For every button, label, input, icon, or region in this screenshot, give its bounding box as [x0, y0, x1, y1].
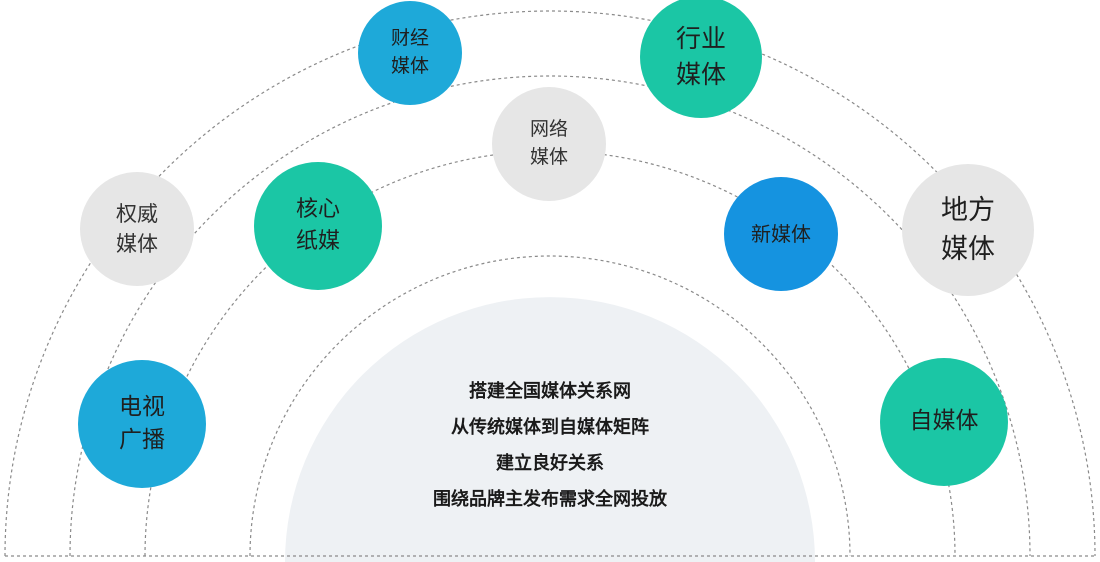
bubble-quanwei: 权威 媒体 — [80, 172, 194, 286]
center-line-3: 建立良好关系 — [496, 453, 604, 474]
bubble-zimeiti: 自媒体 — [880, 358, 1008, 486]
arc-ring-3 — [69, 75, 1031, 557]
bubble-xinmeiti: 新媒体 — [724, 177, 838, 291]
bubble-label-hangye: 行业 媒体 — [675, 23, 726, 89]
arc-ring-4 — [4, 10, 1096, 557]
bubble-label-wangluo: 网络 媒体 — [529, 118, 568, 168]
center-line-4: 围绕品牌主发布需求全网投放 — [433, 489, 667, 510]
bubble-label-difang: 地方 媒体 — [941, 194, 995, 265]
bubble-label-hexin: 核心 纸媒 — [295, 197, 340, 254]
bubble-label-caijing: 财经 媒体 — [390, 27, 429, 77]
bubble-hexin: 核心 纸媒 — [254, 162, 382, 290]
center-text-block: 搭建全国媒体关系网 从传统媒体到自媒体矩阵 建立良好关系 围绕品牌主发布需求全网… — [340, 374, 760, 518]
bubble-hangye: 行业 媒体 — [640, 0, 762, 118]
center-line-2: 从传统媒体到自媒体矩阵 — [451, 417, 649, 438]
bubble-caijing: 财经 媒体 — [358, 1, 462, 105]
bubble-dianshi: 电视 广播 — [78, 360, 206, 488]
bubble-label-quanwei: 权威 媒体 — [116, 201, 158, 256]
bubble-label-zimeiti: 自媒体 — [909, 408, 979, 435]
arc-ring-2 — [144, 150, 956, 557]
core-semicircle — [285, 297, 815, 562]
bubble-wangluo: 网络 媒体 — [492, 87, 606, 201]
arc-ring-1 — [249, 255, 851, 557]
bubble-difang: 地方 媒体 — [902, 164, 1034, 296]
bubble-label-dianshi: 电视 广播 — [119, 393, 165, 453]
bubble-label-xinmeiti: 新媒体 — [751, 221, 811, 246]
center-line-1: 搭建全国媒体关系网 — [469, 381, 631, 402]
